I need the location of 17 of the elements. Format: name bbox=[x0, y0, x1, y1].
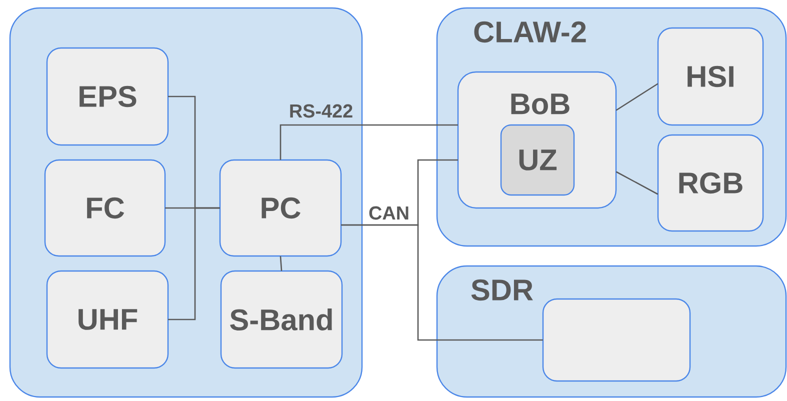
connector-line bbox=[168, 207, 220, 320]
connector-line bbox=[616, 83, 658, 111]
module-box: EPS bbox=[46, 47, 169, 146]
connector-line bbox=[340, 224, 544, 341]
connector-line bbox=[616, 171, 658, 195]
module-box: HSI bbox=[657, 27, 764, 126]
module-box: UZ bbox=[500, 124, 575, 196]
connector-line bbox=[280, 124, 458, 160]
edge-label: RS-422 bbox=[290, 104, 352, 118]
connector-line bbox=[280, 256, 282, 272]
module-box: S-Band bbox=[220, 270, 343, 369]
module-box: RGB bbox=[657, 134, 764, 232]
empty-box bbox=[542, 298, 691, 382]
module-box: PC bbox=[219, 159, 342, 257]
edge-label: CAN bbox=[369, 206, 408, 220]
module-box: UHF bbox=[46, 270, 169, 369]
module-box: FC bbox=[44, 159, 166, 257]
